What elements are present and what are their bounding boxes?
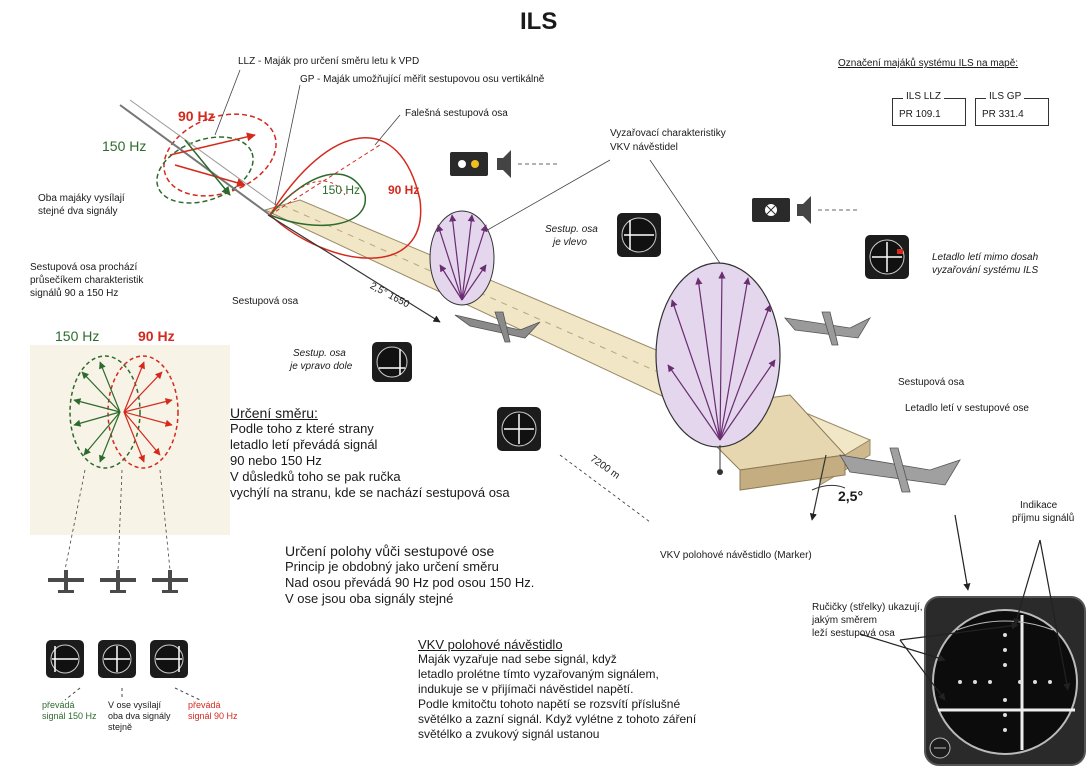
legend-gp-label: ILS GP xyxy=(986,91,1024,102)
note-axis-label: Sestupová osa xyxy=(232,296,298,307)
outer-marker-lobe xyxy=(430,211,494,305)
three-instruments xyxy=(46,640,200,700)
marker-line: světélko a zazní signál. Když vylétne z … xyxy=(418,712,696,727)
aircraft-outside xyxy=(785,312,870,345)
note-left-axis-1: Sestup. osa xyxy=(545,224,598,235)
legend-llz-value: PR 109.1 xyxy=(899,109,959,120)
note-needles-3: leží sestupová osa xyxy=(812,628,895,639)
caption-90hz: převádá signál 90 Hz xyxy=(188,700,238,722)
label-90hz-top: 90 Hz xyxy=(178,108,215,124)
direction-line: V důsledků toho se pak ručka xyxy=(230,469,510,485)
legend-heading: Označení majáků systému ILS na mapě: xyxy=(838,58,1018,69)
caption-150hz-line: převádá xyxy=(42,700,97,711)
direction-line: Podle toho z které strany xyxy=(230,421,510,437)
marker-light-panel-2 xyxy=(752,196,860,224)
legend-llz-label: ILS LLZ xyxy=(903,91,944,102)
note-llz: LLZ - Maják pro určení směru letu k VPD xyxy=(238,56,419,67)
legend-llz-box: ILS LLZ PR 109.1 xyxy=(892,98,966,126)
position-line: Princip je obdobný jako určení směru xyxy=(285,559,534,575)
note-right-axis-2: je vpravo dole xyxy=(290,361,352,372)
position-line: Nad osou převádá 90 Hz pod osou 150 Hz. xyxy=(285,575,534,591)
large-ils-instrument xyxy=(925,597,1085,765)
note-needles-2: jakým směrem xyxy=(812,615,877,626)
caption-equal-line: V ose vysílají xyxy=(108,700,171,711)
note-outside-2: vyzařování systému ILS xyxy=(932,265,1038,276)
note-gp: GP - Maják umožňující měřit sestupovou o… xyxy=(300,74,544,85)
instrument-left-of-axis xyxy=(617,213,661,257)
note-needles-1: Ručičky (střelky) ukazují, xyxy=(812,602,923,613)
label-90hz-gp: 90 Hz xyxy=(388,183,419,197)
note-axis-3: signálů 90 a 150 Hz xyxy=(30,288,118,299)
note-indication-1: Indikace xyxy=(1020,500,1057,511)
direction-line: 90 nebo 150 Hz xyxy=(230,453,510,469)
marker-line: letadlo prolétne tímto vyzařovaným signá… xyxy=(418,667,696,682)
note-axis-2: průsečíkem charakteristik xyxy=(30,275,143,286)
note-outside-1: Letadlo letí mimo dosah xyxy=(932,252,1038,263)
position-heading: Určení polohy vůči sestupové ose xyxy=(285,543,534,559)
page-title: ILS xyxy=(520,8,557,36)
middle-marker-lobe xyxy=(656,263,780,447)
label-150hz-gp: 150 Hz xyxy=(322,183,360,197)
note-vkv-chars-1: Vyzařovací charakteristiky xyxy=(610,128,726,139)
position-block: Určení polohy vůči sestupové ose Princip… xyxy=(285,543,534,607)
three-aircraft xyxy=(48,570,188,593)
caption-equal-line: oba dva signály xyxy=(108,711,171,722)
direction-heading: Určení směru: xyxy=(230,405,510,421)
direction-line: letadlo letí převádá signál xyxy=(230,437,510,453)
instrument-outside-range xyxy=(865,235,909,279)
marker-line: Podle kmitočtu tohoto napětí se rozsvítí… xyxy=(418,697,696,712)
note-vkv-chars-2: VKV návěstidel xyxy=(610,142,678,153)
note-both-1: Oba majáky vysílají xyxy=(38,193,125,204)
note-axis-1: Sestupová osa prochází xyxy=(30,262,137,273)
note-left-axis-2: je vlevo xyxy=(553,237,587,248)
note-indication-2: příjmu signálů xyxy=(1012,513,1074,524)
caption-equal-line: stejně xyxy=(108,722,171,733)
legend-gp-value: PR 331.4 xyxy=(982,109,1042,120)
caption-150hz-line: signál 150 Hz xyxy=(42,711,97,722)
direction-line: vychýlí na stranu, kde se nachází sestup… xyxy=(230,485,510,501)
marker-heading: VKV polohové návěstidlo xyxy=(418,637,696,652)
panel-150hz: 150 Hz xyxy=(55,328,99,344)
note-on-axis: Letadlo letí v sestupové ose xyxy=(905,403,1029,414)
caption-90hz-line: převádá xyxy=(188,700,238,711)
note-both-2: stejné dva signály xyxy=(38,206,118,217)
direction-block: Určení směru: Podle toho z které strany … xyxy=(230,405,510,501)
position-line: V ose jsou oba signály stejné xyxy=(285,591,534,607)
marker-line: světélko a zvukový signál ustanou xyxy=(418,727,696,742)
caption-90hz-line: signál 90 Hz xyxy=(188,711,238,722)
note-right-axis-1: Sestup. osa xyxy=(293,348,346,359)
panel-90hz: 90 Hz xyxy=(138,328,175,344)
caption-equal: V ose vysílají oba dva signály stejně xyxy=(108,700,171,733)
legend-gp-box: ILS GP PR 331.4 xyxy=(975,98,1049,126)
marker-block: VKV polohové návěstidlo Maják vyzařuje n… xyxy=(418,637,696,742)
note-right-axis: Sestupová osa xyxy=(898,377,964,388)
marker-angle: 2,5° xyxy=(838,488,863,504)
marker-light-panel-1 xyxy=(450,150,560,178)
label-150hz-top: 150 Hz xyxy=(102,138,146,154)
marker-label: VKV polohové návěstidlo (Marker) xyxy=(660,550,812,561)
marker-line: Maják vyzařuje nad sebe signál, když xyxy=(418,652,696,667)
caption-150hz: převádá signál 150 Hz xyxy=(42,700,97,722)
note-false-axis: Falešná sestupová osa xyxy=(405,108,508,119)
marker-line: indukuje se v přijímači návěstidel napět… xyxy=(418,682,696,697)
instrument-right-below-axis xyxy=(372,342,412,382)
